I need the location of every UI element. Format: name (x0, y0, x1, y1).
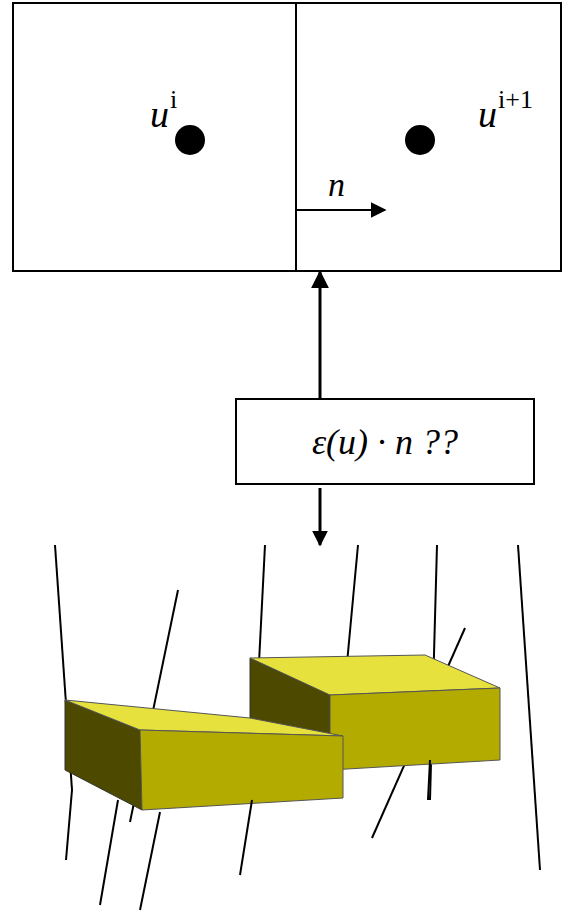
connector-arrow (319, 272, 322, 398)
fractured-blocks (55, 545, 540, 910)
formula-text: ε(u) · n ?? (312, 424, 458, 460)
superscript-index: i+1 (498, 87, 533, 113)
variable-name: u (150, 95, 169, 133)
grid-cell: ui+1 (295, 2, 562, 272)
process-box: ε(u) · n ?? (235, 398, 535, 485)
pointer-arrow (319, 488, 322, 545)
cell-center-dot (175, 125, 205, 155)
vector-label: n (328, 168, 345, 202)
grid-cell: ui (12, 2, 297, 272)
superscript-index: i (170, 87, 177, 113)
normal-vector (297, 209, 385, 211)
cell-center-dot (405, 125, 435, 155)
variable-name: u (478, 95, 497, 133)
